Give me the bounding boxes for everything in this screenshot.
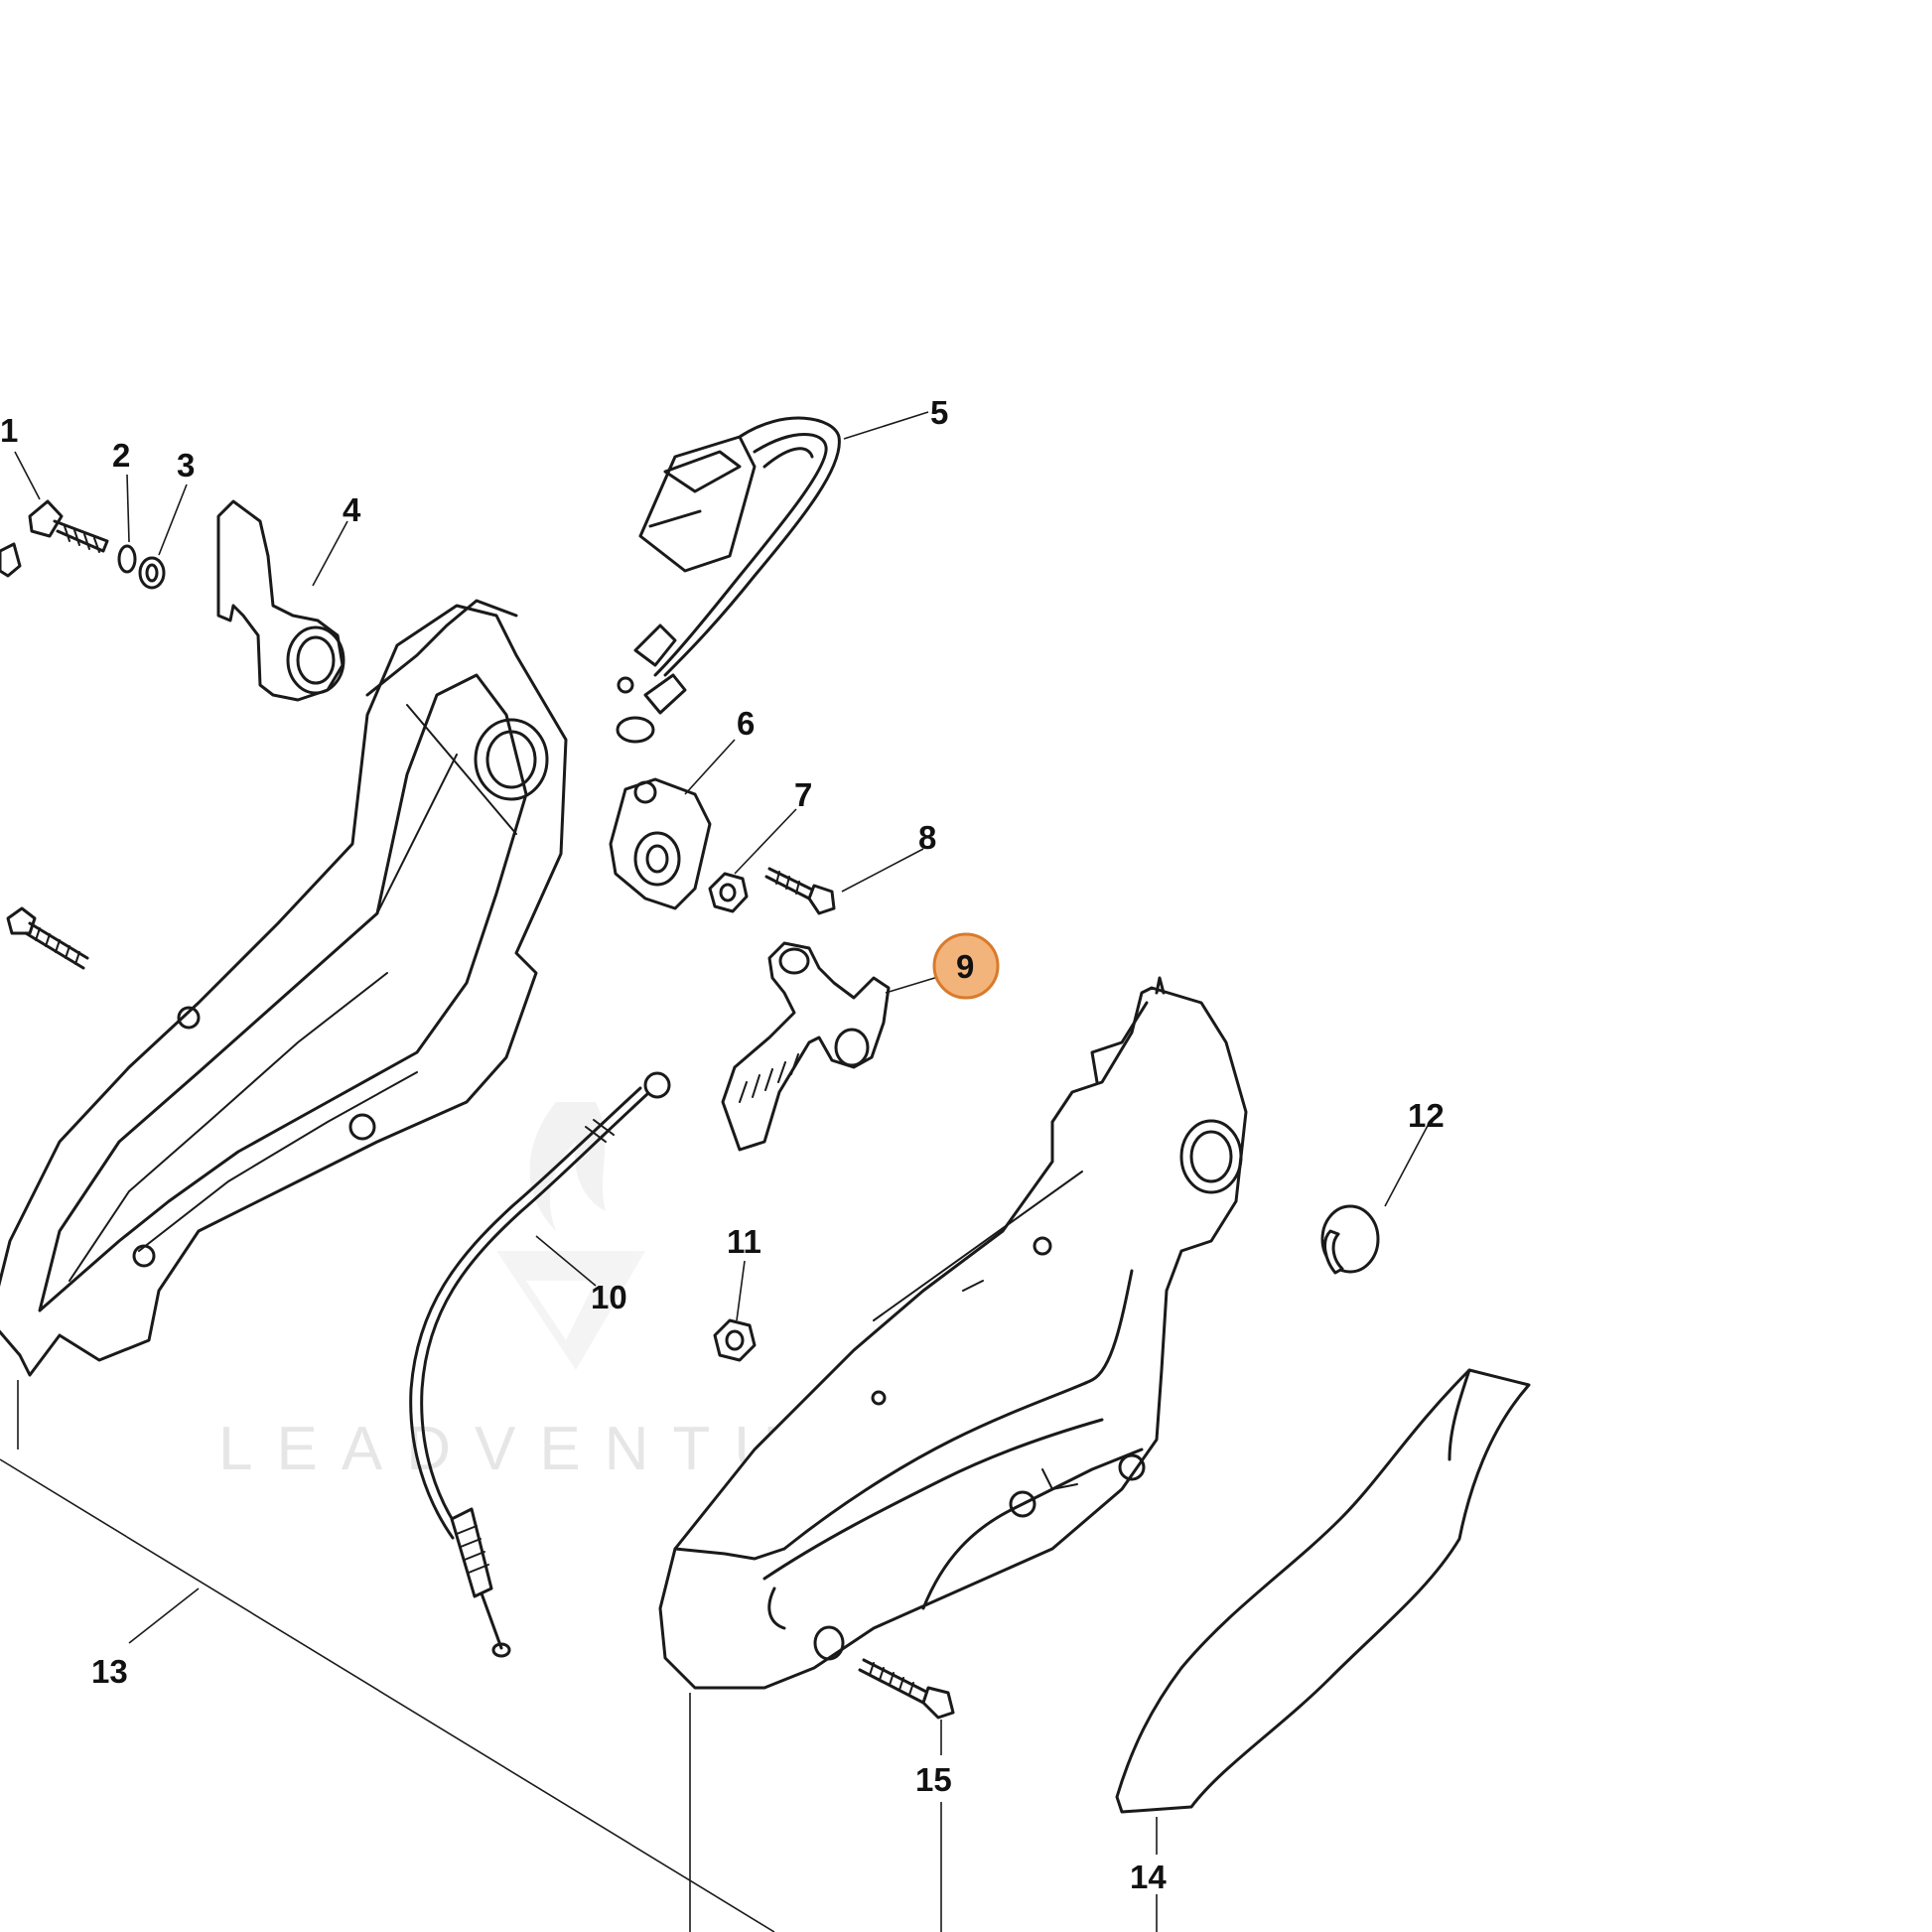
watermark-logo xyxy=(496,1102,645,1370)
callout-5: 5 xyxy=(930,394,948,431)
screw-8: 8 xyxy=(764,819,936,915)
frame-screw xyxy=(6,906,89,970)
handle-cover-14: 14 xyxy=(1115,1368,1531,1932)
callout-9[interactable]: 9 xyxy=(956,948,974,985)
lever-9: 9 xyxy=(721,932,1000,1152)
nut-11: 11 xyxy=(713,1223,761,1362)
callout-10: 10 xyxy=(591,1279,627,1315)
rear-handle-housing xyxy=(658,976,1248,1690)
callout-2: 2 xyxy=(112,437,130,474)
throttle-cable-10: 10 xyxy=(409,1071,671,1658)
pivot-bushing-6: 6 xyxy=(609,705,755,910)
callout-14: 14 xyxy=(1130,1859,1167,1895)
callout-9-highlight[interactable] xyxy=(932,932,1000,1000)
throttle-trigger-4: 4 xyxy=(216,491,361,702)
callout-13: 13 xyxy=(91,1653,128,1690)
bolt-1: 1 xyxy=(0,412,109,578)
callout-4: 4 xyxy=(343,491,361,528)
plug-12: 12 xyxy=(1320,1097,1445,1275)
callout-7: 7 xyxy=(794,776,812,813)
callout-3: 3 xyxy=(177,447,195,483)
screw-15: 15 xyxy=(858,1658,955,1932)
nut-7: 7 xyxy=(708,776,812,913)
callout-15: 15 xyxy=(915,1761,952,1798)
switch-5: 5 xyxy=(616,394,948,744)
callout-11: 11 xyxy=(727,1223,761,1260)
spring-washer-2: 2 xyxy=(112,437,137,574)
washer-3: 3 xyxy=(138,447,195,590)
handle-assembly: 13 xyxy=(0,599,775,1932)
callout-1: 1 xyxy=(0,412,18,449)
callout-6: 6 xyxy=(737,705,755,742)
callout-8: 8 xyxy=(918,819,936,856)
callout-12: 12 xyxy=(1408,1097,1445,1134)
